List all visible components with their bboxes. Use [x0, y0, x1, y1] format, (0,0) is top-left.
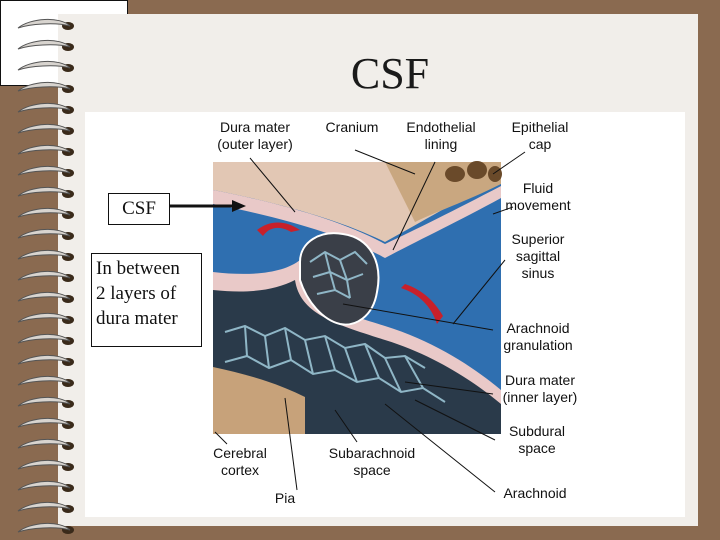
- label-cranium: Cranium: [326, 119, 379, 135]
- binding-ring: [17, 481, 71, 491]
- epithelial-cap: [445, 161, 502, 182]
- binding-ring: [17, 502, 71, 512]
- label-sinus-3: sinus: [522, 265, 555, 281]
- binding-ring: [17, 250, 71, 260]
- label-dura-outer-1: Dura mater: [220, 119, 290, 135]
- label-endothelial-2: lining: [425, 136, 458, 152]
- csf-label-box: CSF: [108, 193, 170, 225]
- label-subdural-1: Subdural: [509, 423, 565, 439]
- binding-ring: [17, 187, 71, 197]
- granulation-mesh: [224, 250, 446, 403]
- label-sinus-1: Superior: [512, 231, 565, 247]
- binding-ring: [17, 418, 71, 428]
- label-arachnoid-gran-2: granulation: [503, 337, 572, 353]
- spiral-binding: [17, 19, 74, 534]
- binding-ring: [17, 292, 71, 302]
- label-dura-outer-2: (outer layer): [217, 136, 292, 152]
- binding-ring: [17, 439, 71, 449]
- label-sinus-2: sagittal: [516, 248, 560, 264]
- binding-ring: [17, 334, 71, 344]
- label-arachnoid: Arachnoid: [503, 485, 566, 501]
- label-dura-inner-1: Dura mater: [505, 372, 575, 388]
- label-endothelial-1: Endothelial: [406, 119, 475, 135]
- diagram-labels: Dura mater (outer layer) Cranium Endothe…: [213, 119, 577, 506]
- binding-ring: [17, 145, 71, 155]
- label-pia: Pia: [275, 490, 295, 506]
- label-dura-inner-2: (inner layer): [503, 389, 578, 405]
- label-cortex-2: cortex: [221, 462, 259, 478]
- fluid-arrow-left: [257, 222, 300, 236]
- label-cortex-1: Cerebral: [213, 445, 267, 461]
- csf-pointer-arrow: [170, 200, 246, 212]
- binding-ring: [17, 40, 71, 50]
- label-arachnoid-gran-1: Arachnoid: [506, 320, 569, 336]
- leader-lines: [214, 149, 526, 493]
- binding-ring: [17, 103, 71, 113]
- binding-ring: [17, 124, 71, 134]
- slide-title: CSF: [350, 49, 430, 98]
- binding-ring: [17, 82, 71, 92]
- cerebral-cortex: [213, 367, 305, 434]
- label-subarachnoid-2: space: [353, 462, 391, 478]
- dura-inner-layer: [213, 260, 501, 404]
- binding-ring: [17, 460, 71, 470]
- label-subarachnoid-1: Subarachnoid: [329, 445, 415, 461]
- binding-ring: [17, 313, 71, 323]
- label-fluid-1: Fluid: [523, 180, 553, 196]
- binding-ring: [17, 376, 71, 386]
- binding-ring: [17, 61, 71, 71]
- binding-ring: [17, 523, 71, 533]
- label-fluid-2: movement: [505, 197, 570, 213]
- anatomy-illustration: [213, 161, 502, 434]
- binding-ring: [17, 355, 71, 365]
- label-epithelial-2: cap: [529, 136, 552, 152]
- label-epithelial-1: Epithelial: [512, 119, 569, 135]
- binding-ring: [17, 271, 71, 281]
- binding-ring: [17, 229, 71, 239]
- description-box: In between 2 layers of dura mater: [91, 253, 202, 347]
- binding-ring: [17, 19, 71, 29]
- binding-ring: [17, 208, 71, 218]
- label-subdural-2: space: [518, 440, 556, 456]
- binding-ring: [17, 166, 71, 176]
- binding-ring: [17, 397, 71, 407]
- fluid-arrow-right: [401, 284, 443, 324]
- meninges-diagram: Dura mater (outer layer) Cranium Endothe…: [85, 112, 685, 517]
